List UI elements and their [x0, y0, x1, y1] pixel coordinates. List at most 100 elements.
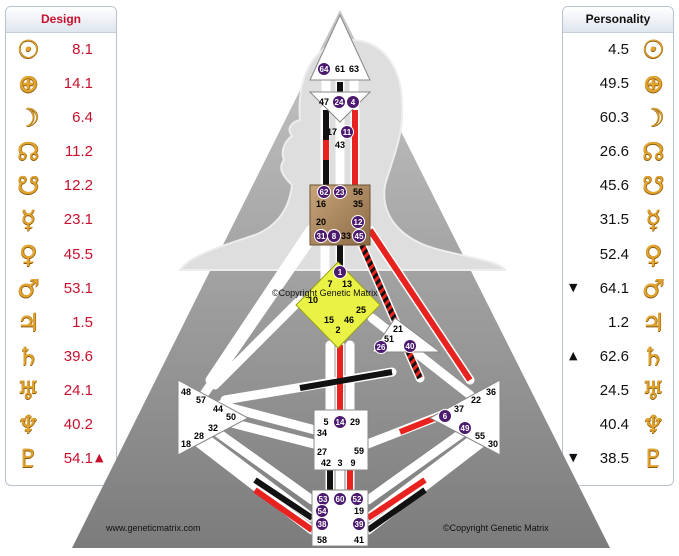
- gate-22-label: 22: [471, 395, 481, 405]
- gate-20-label: 20: [316, 217, 326, 227]
- gate-12-marker: [351, 215, 365, 229]
- mars-icon: ♂: [16, 273, 40, 303]
- gate-30-label: 30: [488, 439, 498, 449]
- gate-8-label: 8: [332, 232, 337, 241]
- spleen-center: [177, 379, 250, 456]
- gate-value: 45.6: [599, 177, 629, 195]
- gate-24-label: 24: [335, 98, 344, 107]
- gate-62-marker: [317, 185, 331, 199]
- gate-value: 49.5: [599, 75, 629, 93]
- gate-11-label: 11: [343, 128, 352, 137]
- gate-value: 40.4: [599, 416, 629, 434]
- gate-56-label: 56: [353, 187, 363, 197]
- neptune-icon: ♆: [16, 410, 40, 440]
- design-planet-list: ☉8.1⊕14.1☽6.4☊11.2☋12.2☿23.1♀45.5♂53.1♃1…: [6, 33, 116, 476]
- gate-value: 62.6: [599, 347, 629, 365]
- gate-64-label: 64: [320, 65, 329, 74]
- gate-19-label: 19: [354, 506, 364, 516]
- gate-value: 4.5: [608, 41, 629, 58]
- gate-3-label: 3: [337, 458, 342, 468]
- planet-row: ☿ 23.1: [6, 203, 116, 237]
- gate-34-label: 34: [317, 428, 327, 438]
- planet-row: ♃1.2: [563, 306, 673, 340]
- gate-63-label: 63: [349, 64, 359, 74]
- gate-51-label: 51: [384, 334, 394, 344]
- gate-47-label: 47: [319, 97, 329, 107]
- gate-value: 6.4: [72, 109, 93, 127]
- earth-icon: ⊕: [642, 69, 664, 99]
- planet-row: ♂53.1: [6, 272, 116, 306]
- gate-62-label: 62: [320, 188, 329, 197]
- gate-6-marker: [438, 409, 452, 423]
- planet-row: ♆ 40.2: [6, 408, 116, 442]
- gate-value: 40.2: [63, 416, 93, 434]
- planet-row: ⊕ 49.5: [563, 67, 673, 101]
- gate-38-marker: [315, 517, 329, 531]
- gate-45-marker: [352, 229, 366, 243]
- gate-value: 23.1: [63, 211, 93, 229]
- gate-5-label: 5: [323, 417, 328, 427]
- gate-60-marker: [333, 492, 347, 506]
- gate-49-marker: [458, 421, 472, 435]
- gate-33-label: 33: [341, 231, 351, 241]
- south-node-icon: ☋: [641, 171, 665, 201]
- gate-value: 60.3: [599, 109, 629, 127]
- gate-44-label: 44: [213, 404, 223, 414]
- footer-copyright: ©Copyright Genetic Matrix: [443, 523, 549, 533]
- personality-panel: Personality ☉4.5⊕49.5☽60.3☊26.6☋45.6☿31.…: [562, 6, 674, 486]
- gate-61-label: 61: [335, 64, 345, 74]
- planet-row: ♄62.6▲: [563, 340, 673, 374]
- gate-39-label: 39: [355, 520, 364, 529]
- center-copyright: ©Copyright Genetic Matrix: [272, 288, 378, 298]
- south-node-icon: ☋: [16, 171, 40, 201]
- earth-icon: ⊕: [17, 69, 39, 99]
- planet-row: ⊕14.1: [6, 67, 116, 101]
- gate-52-marker: [350, 492, 364, 506]
- gate-58-label: 58: [317, 535, 327, 545]
- north-node-icon: ☊: [16, 137, 40, 167]
- gate-1-label: 1: [338, 268, 343, 277]
- personality-planet-list: ☉4.5⊕49.5☽60.3☊26.6☋45.6☿31.5♀52.4♂64.1▼…: [563, 33, 673, 476]
- planet-row: ☋12.2: [6, 169, 116, 203]
- planet-row: ♀52.4: [563, 238, 673, 272]
- design-panel-title: Design: [6, 7, 116, 33]
- gate-21-label: 21: [393, 324, 403, 334]
- sun-icon: ☉: [16, 35, 40, 64]
- planet-row: ♇54.1▲: [6, 442, 116, 476]
- venus-icon: ♀: [18, 239, 38, 269]
- planet-row: ☽60.3: [563, 101, 673, 135]
- gate-23-marker: [333, 185, 347, 199]
- gate-value: 11.2: [64, 143, 93, 161]
- pluto-icon: ♇: [16, 444, 40, 474]
- gate-27-label: 27: [317, 447, 327, 457]
- gate-value: 38.5: [599, 450, 629, 468]
- detriment-icon: ▼: [569, 451, 578, 465]
- gate-55-label: 55: [475, 431, 485, 441]
- mercury-icon: ☿: [20, 205, 36, 235]
- uranus-icon: ♅: [641, 375, 665, 405]
- gate-64-marker: [317, 62, 331, 76]
- planet-row: ♇38.5▼: [563, 442, 673, 476]
- gate-43-label: 43: [335, 140, 345, 150]
- planet-row: ☿31.5: [563, 203, 673, 237]
- gate-8-marker: [327, 229, 341, 243]
- gate-37-label: 37: [454, 404, 464, 414]
- neptune-icon: ♆: [641, 410, 665, 440]
- gate-value: 24.5: [599, 381, 629, 399]
- moon-icon: ☽: [16, 103, 40, 133]
- gate-value: 31.5: [599, 211, 629, 229]
- gate-23-label: 23: [336, 188, 345, 197]
- footer-website: www.geneticmatrix.com: [105, 523, 201, 533]
- gate-9-label: 9: [350, 458, 355, 468]
- gate-39-marker: [352, 517, 366, 531]
- planet-row: ♄39.6: [6, 340, 116, 374]
- detriment-icon: ▼: [569, 280, 578, 294]
- gate-59-label: 59: [354, 446, 364, 456]
- gate-17-label: 17: [327, 127, 337, 137]
- mars-icon: ♂: [641, 273, 665, 303]
- gate-25-label: 25: [356, 305, 366, 315]
- gate-10-label: 10: [308, 295, 318, 305]
- gate-4-marker: [346, 95, 360, 109]
- gate-35-label: 35: [353, 199, 363, 209]
